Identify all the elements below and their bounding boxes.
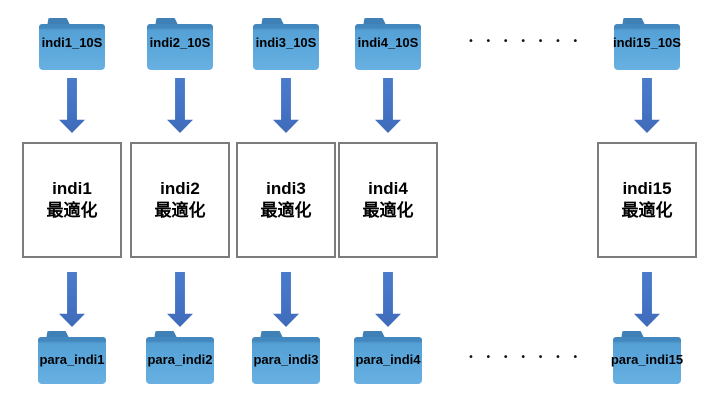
down-arrow-icon [59,78,85,133]
folder-body-shape [253,24,319,70]
folder-tab-shape [155,18,179,27]
input-folder-label: indi1_10S [41,35,103,50]
output-folder-label: para_indi1 [39,352,105,367]
down-arrow-icon [634,78,660,133]
down-arrow-icon [634,272,660,327]
folder-tab-shape [154,331,178,340]
pipeline-column-4: indi4_10S indi4 最適化 para_indi4 [338,0,438,405]
box-title: indi1 [52,179,92,198]
output-folder-label: para_indi3 [253,352,319,367]
ellipsis-dots: ••••••• [468,352,590,363]
folder-body-shape [146,337,214,384]
folder-tab-shape [47,18,71,27]
folder-body-shape [355,24,421,70]
pipeline-column-3: indi3_10S indi3 最適化 para_indi3 [236,0,336,405]
folder-body-shape [613,337,681,384]
folder-body-shape [354,337,422,384]
box-subtitle: 最適化 [260,201,312,220]
optimization-box: indi1 最適化 [22,142,122,258]
box-subtitle: 最適化 [362,201,414,220]
output-folder-icon [146,331,214,384]
pipeline-column-15: indi15_10S indi15 最適化 para_indi15 [597,0,697,405]
input-folder-icon [355,18,421,70]
box-title: indi4 [368,179,408,198]
input-folder-icon [614,18,680,70]
output-folder-label: para_indi4 [355,352,421,367]
folder-body-shape [147,24,213,70]
optimization-box: indi2 最適化 [130,142,230,258]
down-arrow-icon [375,272,401,327]
box-subtitle: 最適化 [46,201,98,220]
folder-tab-shape [363,18,387,27]
output-folder-icon [613,331,681,384]
down-arrow-icon [167,272,193,327]
folder-tab-shape [260,331,284,340]
optimization-box: indi4 最適化 [338,142,438,258]
input-folder-icon [147,18,213,70]
input-folder-label: indi2_10S [149,35,211,50]
folder-body-shape [614,24,680,70]
pipeline-column-1: indi1_10S indi1 最適化 para_indi1 [22,0,122,405]
input-folder-label: indi3_10S [255,35,317,50]
box-title: indi15 [622,179,672,198]
folder-tab-shape [362,331,386,340]
output-folder-icon [252,331,320,384]
optimization-box: indi3 最適化 [236,142,336,258]
box-subtitle: 最適化 [154,201,206,220]
down-arrow-icon [375,78,401,133]
optimization-box: indi15 最適化 [597,142,697,258]
folder-tab-shape [621,331,645,340]
input-folder-label: indi15_10S [613,35,681,50]
folder-body-shape [252,337,320,384]
box-subtitle: 最適化 [621,201,673,220]
folder-body-shape [38,337,106,384]
output-folder-label: para_indi15 [610,352,684,367]
folder-tab-shape [46,331,70,340]
output-folder-label: para_indi2 [147,352,213,367]
input-folder-icon [253,18,319,70]
down-arrow-icon [59,272,85,327]
pipeline-column-2: indi2_10S indi2 最適化 para_indi2 [130,0,230,405]
input-folder-icon [39,18,105,70]
down-arrow-icon [167,78,193,133]
down-arrow-icon [273,78,299,133]
folder-tab-shape [261,18,285,27]
folder-body-shape [39,24,105,70]
input-folder-label: indi4_10S [357,35,419,50]
box-title: indi3 [266,179,306,198]
folder-tab-shape [622,18,646,27]
output-folder-icon [38,331,106,384]
box-title: indi2 [160,179,200,198]
down-arrow-icon [273,272,299,327]
output-folder-icon [354,331,422,384]
ellipsis-dots: ••••••• [468,36,590,47]
